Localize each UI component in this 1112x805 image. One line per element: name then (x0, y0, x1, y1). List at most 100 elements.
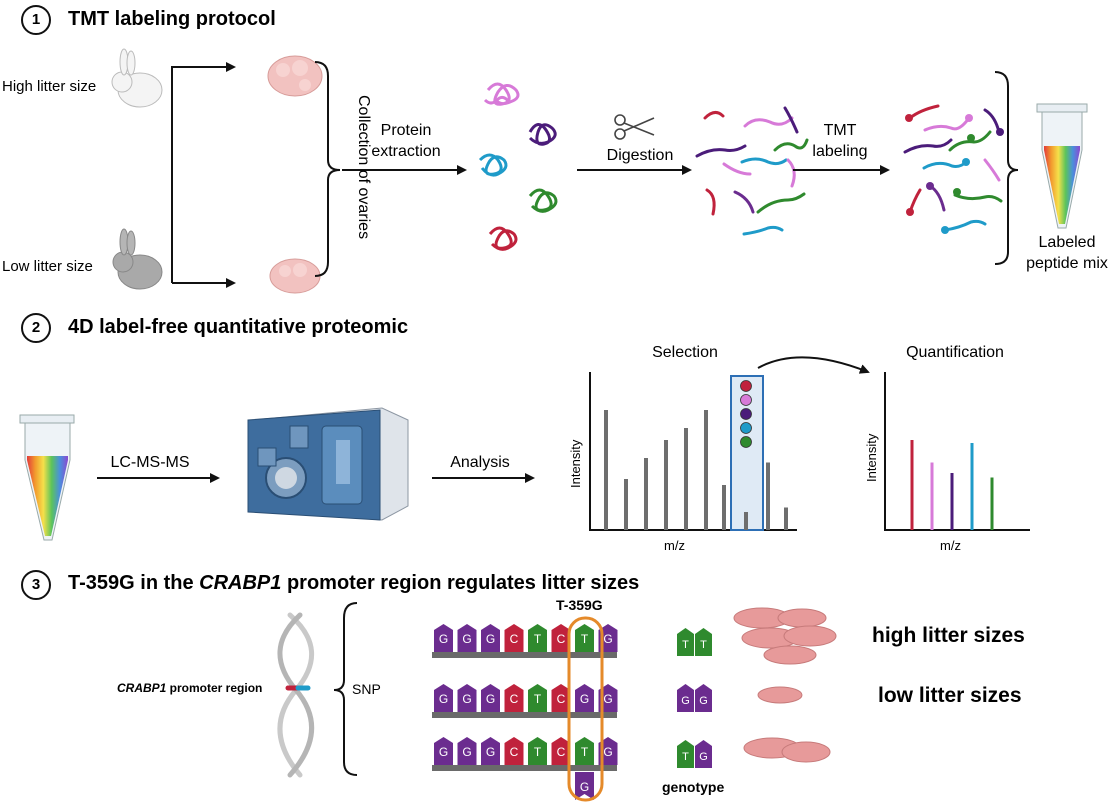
nucleotide-letter: G (486, 632, 495, 646)
genotype-block (677, 740, 694, 768)
rainbow-tube-icon (19, 414, 75, 541)
nucleotide-block (551, 737, 571, 765)
label-marker (740, 422, 752, 434)
nucleotide-letter: G (462, 632, 471, 646)
step-3-circle: 3 (21, 570, 51, 600)
nucleotide-block (575, 624, 594, 652)
nucleotide-block (457, 737, 477, 765)
nucleotide-block (504, 737, 524, 765)
genotype-block (695, 684, 712, 712)
genotype-letter: G (699, 751, 708, 763)
quant-ylabel: Intensity (864, 433, 879, 482)
ovary-icon-low (269, 258, 321, 294)
nucleotide-block (528, 737, 547, 765)
low-litter-label: Low litter size (2, 258, 93, 275)
peptide-fragments (695, 106, 809, 236)
labeled-peptides (903, 104, 1004, 234)
genotype-letter: T (682, 751, 689, 763)
protein-pink-icon (483, 82, 520, 106)
nucleotide-letter: G (486, 745, 495, 759)
section-1-title: TMT labeling protocol (68, 8, 276, 30)
baby-rabbit-low-icon (757, 686, 803, 704)
nucleotide-block (504, 684, 524, 712)
protein-cyan-icon (478, 153, 508, 177)
scissors-icon (614, 114, 655, 140)
quantification-title: Quantification (906, 344, 1004, 361)
nucleotide-block (434, 684, 453, 712)
high-litter-label: High litter size (2, 78, 97, 95)
nucleotide-letter: C (510, 692, 519, 706)
collection-of-ovaries-label: Collection of ovaries (355, 95, 372, 240)
section-2-title: 4D label-free quantitative proteomic (68, 316, 409, 338)
label-marker (740, 394, 752, 406)
nucleotide-letter: G (603, 692, 612, 706)
labeled-tube-icon (1036, 103, 1088, 229)
selection-ylabel: Intensity (568, 439, 583, 488)
genotype-label: genotype (662, 779, 725, 795)
nucleotide-block (481, 737, 500, 765)
quantification-chart (884, 372, 1030, 531)
baby-rabbits-high-icon (733, 607, 837, 665)
nucleotide-letter: G (462, 692, 471, 706)
genotype-block (695, 740, 712, 768)
baby-rabbits-mixed-icon (743, 737, 831, 763)
genotype-block (677, 628, 694, 656)
section-3-title: T-359G in the CRABP1 promoter region reg… (68, 572, 640, 594)
snp-label: SNP (352, 681, 381, 697)
nucleotide-letter: G (439, 745, 448, 759)
nucleotide-letter: G (580, 692, 589, 706)
selection-xlabel: m/z (664, 538, 685, 553)
nucleotide-letter: T (581, 632, 589, 646)
label-marker (740, 380, 752, 392)
label-marker (740, 408, 752, 420)
nucleotide-block (575, 684, 594, 712)
digestion-label: Digestion (606, 147, 674, 164)
quant-xlabel: m/z (940, 538, 961, 553)
nucleotide-letter: G (603, 632, 612, 646)
nucleotide-letter: C (557, 632, 566, 646)
nucleotide-block (434, 624, 453, 652)
nucleotide-block (481, 684, 500, 712)
mutation-label: T-359G (556, 597, 603, 613)
sequence-backbone-1 (432, 652, 617, 658)
nucleotide-block (551, 684, 571, 712)
nucleotide-block (504, 624, 524, 652)
nucleotide-letter: T (581, 745, 589, 759)
nucleotide-block (434, 737, 453, 765)
selection-chart (589, 372, 797, 531)
nucleotide-block (575, 737, 594, 765)
genotype-block (677, 684, 694, 712)
nucleotide-letter: C (557, 745, 566, 759)
genotype-letter: T (700, 639, 707, 651)
sequence-backbone-3 (432, 765, 617, 771)
gray-rabbit-icon (112, 228, 163, 290)
genotype-letter: G (699, 695, 708, 707)
nucleotide-letter: T (534, 745, 542, 759)
white-rabbit-icon (111, 48, 163, 108)
genotype-block (695, 628, 712, 656)
lcms-label: LC-MS-MS (110, 454, 190, 471)
label-marker (740, 436, 752, 448)
protein-green-icon (528, 188, 558, 213)
nucleotide-letter: G (486, 692, 495, 706)
analysis-label: Analysis (450, 454, 510, 471)
nucleotide-letter: C (510, 632, 519, 646)
selection-title: Selection (652, 344, 718, 361)
nucleotide-letter: G (603, 745, 612, 759)
sequence-backbone-2 (432, 712, 617, 718)
nucleotide-letter: G (439, 632, 448, 646)
nucleotide-block (457, 684, 477, 712)
high-litter-sizes-label: high litter sizes (872, 624, 1025, 647)
nucleotide-letter: G (462, 745, 471, 759)
step-2-circle: 2 (21, 313, 51, 343)
nucleotide-letter: G (439, 692, 448, 706)
nucleotide-letter: C (510, 745, 519, 759)
nucleotide-letter: T (534, 632, 542, 646)
dna-helix-icon (277, 612, 315, 778)
step-1-circle: 1 (21, 5, 51, 35)
nucleotide-letter: G (580, 780, 589, 794)
